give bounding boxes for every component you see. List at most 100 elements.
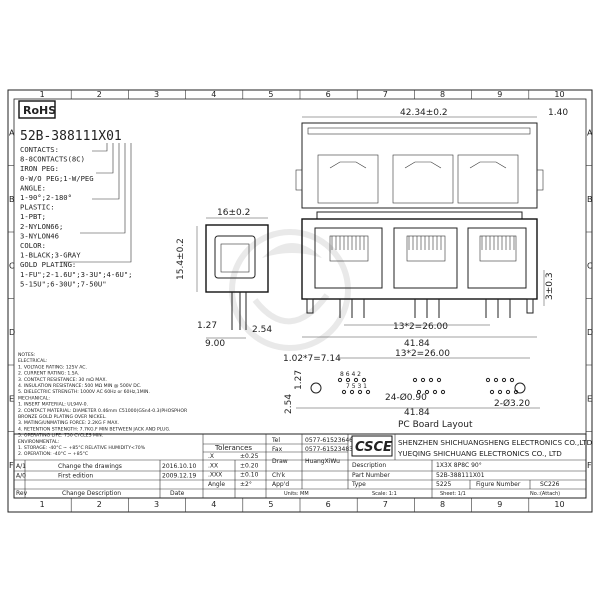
part-code: 52B-388111X01 xyxy=(20,129,122,144)
spec-line: 8-8CONTACTS(8C) xyxy=(20,155,85,164)
dim-front-height: 3±0.3 xyxy=(545,272,555,300)
side-view: 16±0.2 15.4±0.2 1.27 2.54 9.00 xyxy=(176,208,272,349)
grid-col-bottom: 4 xyxy=(211,500,216,509)
rev-desc: Change the drawings xyxy=(58,463,122,470)
title-block xyxy=(13,433,587,499)
dim-pin-len: 2.54 xyxy=(252,325,272,335)
spec-line: 1-PBT; xyxy=(20,212,46,221)
rohs-box xyxy=(18,100,56,119)
front-view: 3±0.3 13*2=26.00 41.84 xyxy=(301,211,555,349)
grid-col-bottom: 1 xyxy=(40,500,45,509)
dim-pin-base: 9.00 xyxy=(205,339,225,349)
grid-col-bottom: 3 xyxy=(154,500,159,509)
note-line: ENVIRONMENTAL: xyxy=(18,439,60,445)
rev-id: A/0 xyxy=(16,473,26,480)
tol-value: ±0.10 xyxy=(240,472,259,479)
dim-front-pitch: 13*2=26.00 xyxy=(393,322,448,332)
grid-col-top: 7 xyxy=(383,90,388,99)
tol-key: Angle xyxy=(208,481,225,488)
figure-value: SC226 xyxy=(540,481,560,488)
tol-value: ±2° xyxy=(240,481,252,488)
spec-leaders xyxy=(60,143,132,263)
note-line: BRONZE GOLD PLATING OVER NICKEL. xyxy=(18,414,107,420)
grid-row-right: D xyxy=(587,328,593,337)
grid-col-top: 10 xyxy=(554,90,564,99)
grid-col-bottom: 9 xyxy=(497,500,502,509)
draw-label: Draw xyxy=(272,458,288,465)
rev-id: A/1 xyxy=(16,463,26,470)
dim-pcb-span: 13*2=26.00 xyxy=(395,349,450,359)
spec-line: 2-NYLON66; xyxy=(20,222,63,231)
grid-col-top: 1 xyxy=(40,90,45,99)
figure-label: Figure Number xyxy=(476,481,521,488)
watermark-logo xyxy=(229,229,351,351)
grid-row-right: F xyxy=(587,461,592,470)
spec-line: 5-15U";6-30U";7-50U" xyxy=(20,279,107,288)
dim-pcb-pitch: 1.02*7=7.14 xyxy=(283,354,341,364)
grid-row-left: A xyxy=(9,128,15,137)
rohs-label: RoHS xyxy=(23,104,56,117)
grid-row-left: B xyxy=(9,195,15,204)
note-line: 3. MATING/UNMATING FORCE: 2.2KG F MAX. xyxy=(18,420,119,426)
grid-col-top: 3 xyxy=(154,90,159,99)
dim-pcb-y1: 2.54 xyxy=(284,394,294,414)
tol-label: Tolerances xyxy=(214,444,252,452)
dim-top-width: 42.34±0.2 xyxy=(400,108,448,118)
note-line: MECHANICAL: xyxy=(18,395,50,401)
grid-col-bottom: 8 xyxy=(440,500,445,509)
company-logo: CSCE xyxy=(355,440,392,455)
note-line: 4. INSULATION RESISTANCE: 500 MΩ MIN @ 5… xyxy=(18,383,141,389)
sheet-border xyxy=(7,89,593,513)
company-name-2: YUEQING SHICHUANG ELECTRONICS CO., LTD xyxy=(397,449,562,458)
grid-col-bottom: 6 xyxy=(326,500,331,509)
note-line: 2. CONTACT MATERIAL: DIAMETER 0.46mm C51… xyxy=(18,408,188,414)
dim-pcb-peg: 2-Ø3.20 xyxy=(494,398,530,409)
note-line: 2. CURRENT RATING: 1.5A. xyxy=(18,371,79,377)
note-line: 1. STORAGE: -40°C ~ +85°C RELATIVE HUMID… xyxy=(18,445,146,451)
desc-label: Description xyxy=(352,462,386,469)
spec-line: ANGLE: xyxy=(20,183,46,192)
spec-line: GOLD PLATING: xyxy=(20,260,76,269)
dim-pcb-width: 41.84 xyxy=(404,408,430,418)
grid-col-top: 4 xyxy=(211,90,216,99)
notes-block: NOTES:ELECTRICAL:1. VOLTAGE RATING: 125V… xyxy=(18,352,188,457)
spec-line: 3-NYLON46 xyxy=(20,231,59,240)
grid-row-right: C xyxy=(587,261,593,270)
company-name-1: SHENZHEN SHICHUANGSHENG ELECTRONICS CO.,… xyxy=(398,438,593,447)
chk-label: Ch'k xyxy=(272,472,286,479)
note-line: 3. CONTACT RESISTANCE: 30 mΩ MAX. xyxy=(18,377,107,383)
spec-line: 1-90°;2-180° xyxy=(20,193,72,202)
dim-pcb-hole: 24-Ø0.90 xyxy=(385,392,427,403)
company-logo-box xyxy=(351,435,393,457)
part-label: Part Number xyxy=(352,472,390,479)
grid-col-bottom: 7 xyxy=(383,500,388,509)
draw-name: HuangXiWu xyxy=(305,458,340,465)
rev-header-desc: Change Description xyxy=(62,490,121,497)
rev-date: 2009.12.19 xyxy=(162,473,197,480)
units-label: Units: MM xyxy=(284,491,309,497)
spec-lines: CONTACTS:8-8CONTACTS(8C)IRON PEG:0-W/O P… xyxy=(20,145,133,288)
dim-pcb-y2: 1.27 xyxy=(294,370,304,390)
spec-line: CONTACTS: xyxy=(20,145,59,154)
grid-col-bottom: 2 xyxy=(97,500,102,509)
grid-row-right: E xyxy=(587,394,592,403)
dim-front-width: 41.84 xyxy=(404,339,430,349)
note-line: 4. RETENTION STRENGTH: 7.7KG.F MIN BETWE… xyxy=(18,426,171,432)
fax-label: Fax xyxy=(272,446,283,453)
rev-header-rev: Rev xyxy=(16,490,28,497)
spec-line: 1-FU";2-1.6U";3-3U";4-6U"; xyxy=(20,270,133,279)
grid-col-top: 8 xyxy=(440,90,445,99)
spec-line: IRON PEG: xyxy=(20,164,59,173)
tel-value: 0577-61523646 xyxy=(305,437,353,444)
rev-desc: First edition xyxy=(58,473,93,480)
grid-row-right: A xyxy=(587,128,593,137)
grid-row-left: E xyxy=(9,394,14,403)
pcb-label: PC Board Layout xyxy=(398,420,473,430)
note-line: ELECTRICAL: xyxy=(18,358,48,364)
spec-line: COLOR: xyxy=(20,241,46,250)
dim-pin-offset: 1.27 xyxy=(197,321,217,331)
note-line: NOTES: xyxy=(18,352,36,358)
tol-key: .X xyxy=(208,453,214,460)
pin-nums-top: 8 6 4 2 xyxy=(340,371,361,378)
